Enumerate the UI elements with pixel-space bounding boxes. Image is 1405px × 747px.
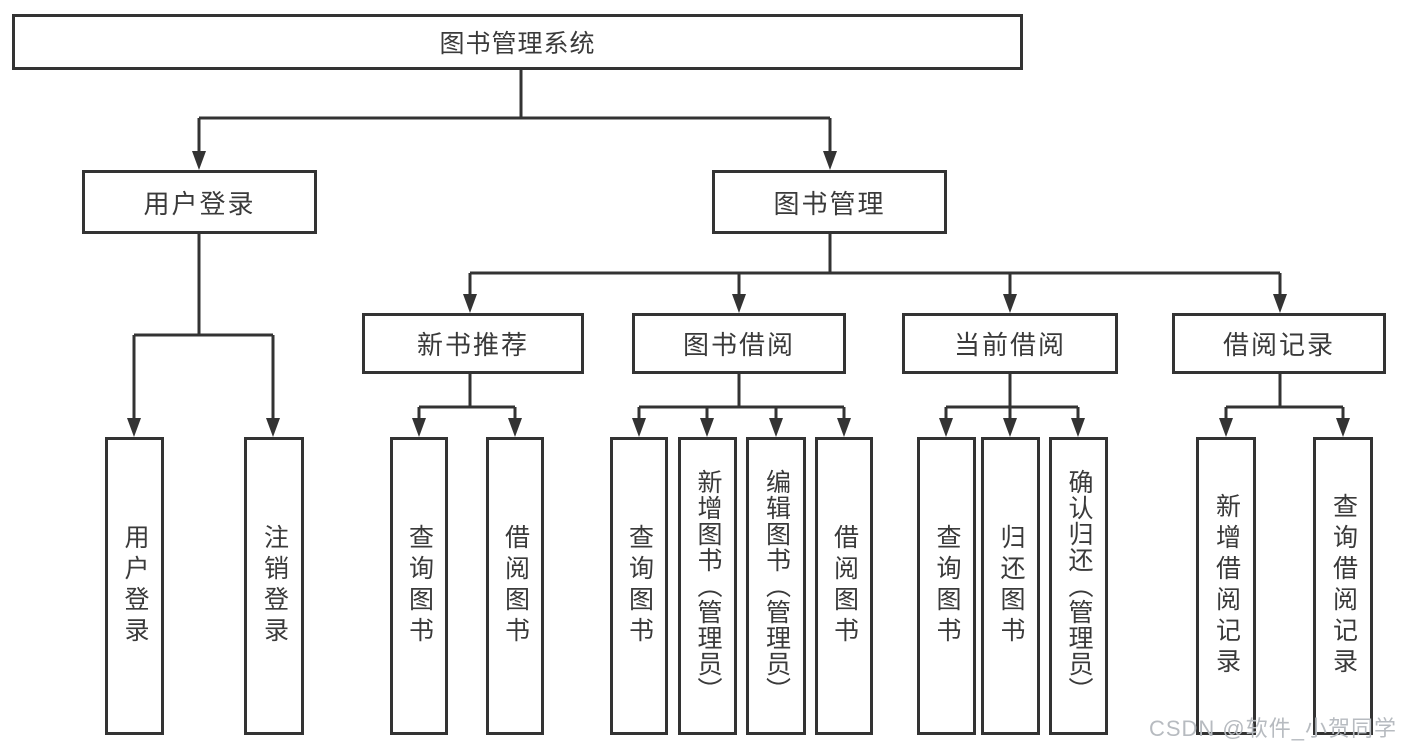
node-library-management-system: 图书管理系统 xyxy=(12,14,1023,70)
leaf-label: 查询图书 xyxy=(625,524,654,648)
leaf-return-books: 归还图书 xyxy=(981,437,1040,735)
node-label: 当前借阅 xyxy=(953,330,1066,360)
leaf-label: 归还图书 xyxy=(997,524,1025,648)
node-label: 借阅记录 xyxy=(1222,330,1335,360)
leaf-query-borrow-record: 查询借阅记录 xyxy=(1313,437,1373,735)
leaf-label: 新增图书（管理员） xyxy=(694,469,722,703)
leaf-label: 新增借阅记录 xyxy=(1212,493,1241,679)
leaf-label: 用户登录 xyxy=(121,524,149,648)
leaf-edit-book-admin: 编辑图书（管理员） xyxy=(746,437,806,735)
leaf-user-login: 用户登录 xyxy=(105,437,164,735)
node-label: 图书管理系统 xyxy=(439,30,596,58)
node-book-management: 图书管理 xyxy=(712,170,947,234)
node-label: 用户登录 xyxy=(143,188,256,219)
leaf-label: 查询图书 xyxy=(405,524,434,648)
leaf-query-books-borrowing: 查询图书 xyxy=(610,437,668,735)
leaf-label: 借阅图书 xyxy=(501,524,530,648)
node-label: 图书借阅 xyxy=(682,330,795,360)
leaf-confirm-return-admin: 确认归还（管理员） xyxy=(1049,437,1108,735)
leaf-query-books-recommend: 查询图书 xyxy=(390,437,448,735)
leaf-add-book-admin: 新增图书（管理员） xyxy=(678,437,737,735)
node-book-borrowing: 图书借阅 xyxy=(632,313,846,374)
node-user-login: 用户登录 xyxy=(82,170,317,234)
node-borrowing-records: 借阅记录 xyxy=(1172,313,1386,374)
leaf-label: 确认归还（管理员） xyxy=(1065,469,1093,703)
leaf-label: 编辑图书（管理员） xyxy=(762,469,791,703)
leaf-logout: 注销登录 xyxy=(244,437,304,735)
leaf-label: 借阅图书 xyxy=(830,524,859,648)
csdn-watermark: CSDN @软件_小贺同学 xyxy=(1148,716,1397,741)
leaf-borrow-books-borrowing: 借阅图书 xyxy=(815,437,873,735)
node-label: 新书推荐 xyxy=(416,330,529,360)
leaf-label: 注销登录 xyxy=(260,524,289,648)
node-label: 图书管理 xyxy=(773,188,886,219)
arrowheads xyxy=(127,151,1350,437)
leaf-label: 查询图书 xyxy=(933,524,961,648)
node-current-borrowing: 当前借阅 xyxy=(902,313,1118,374)
leaf-add-borrow-record: 新增借阅记录 xyxy=(1196,437,1256,735)
leaf-borrow-books-recommend: 借阅图书 xyxy=(486,437,544,735)
leaf-label: 查询借阅记录 xyxy=(1329,493,1358,679)
leaf-query-books-current: 查询图书 xyxy=(917,437,976,735)
node-new-book-recommendation: 新书推荐 xyxy=(362,313,584,374)
